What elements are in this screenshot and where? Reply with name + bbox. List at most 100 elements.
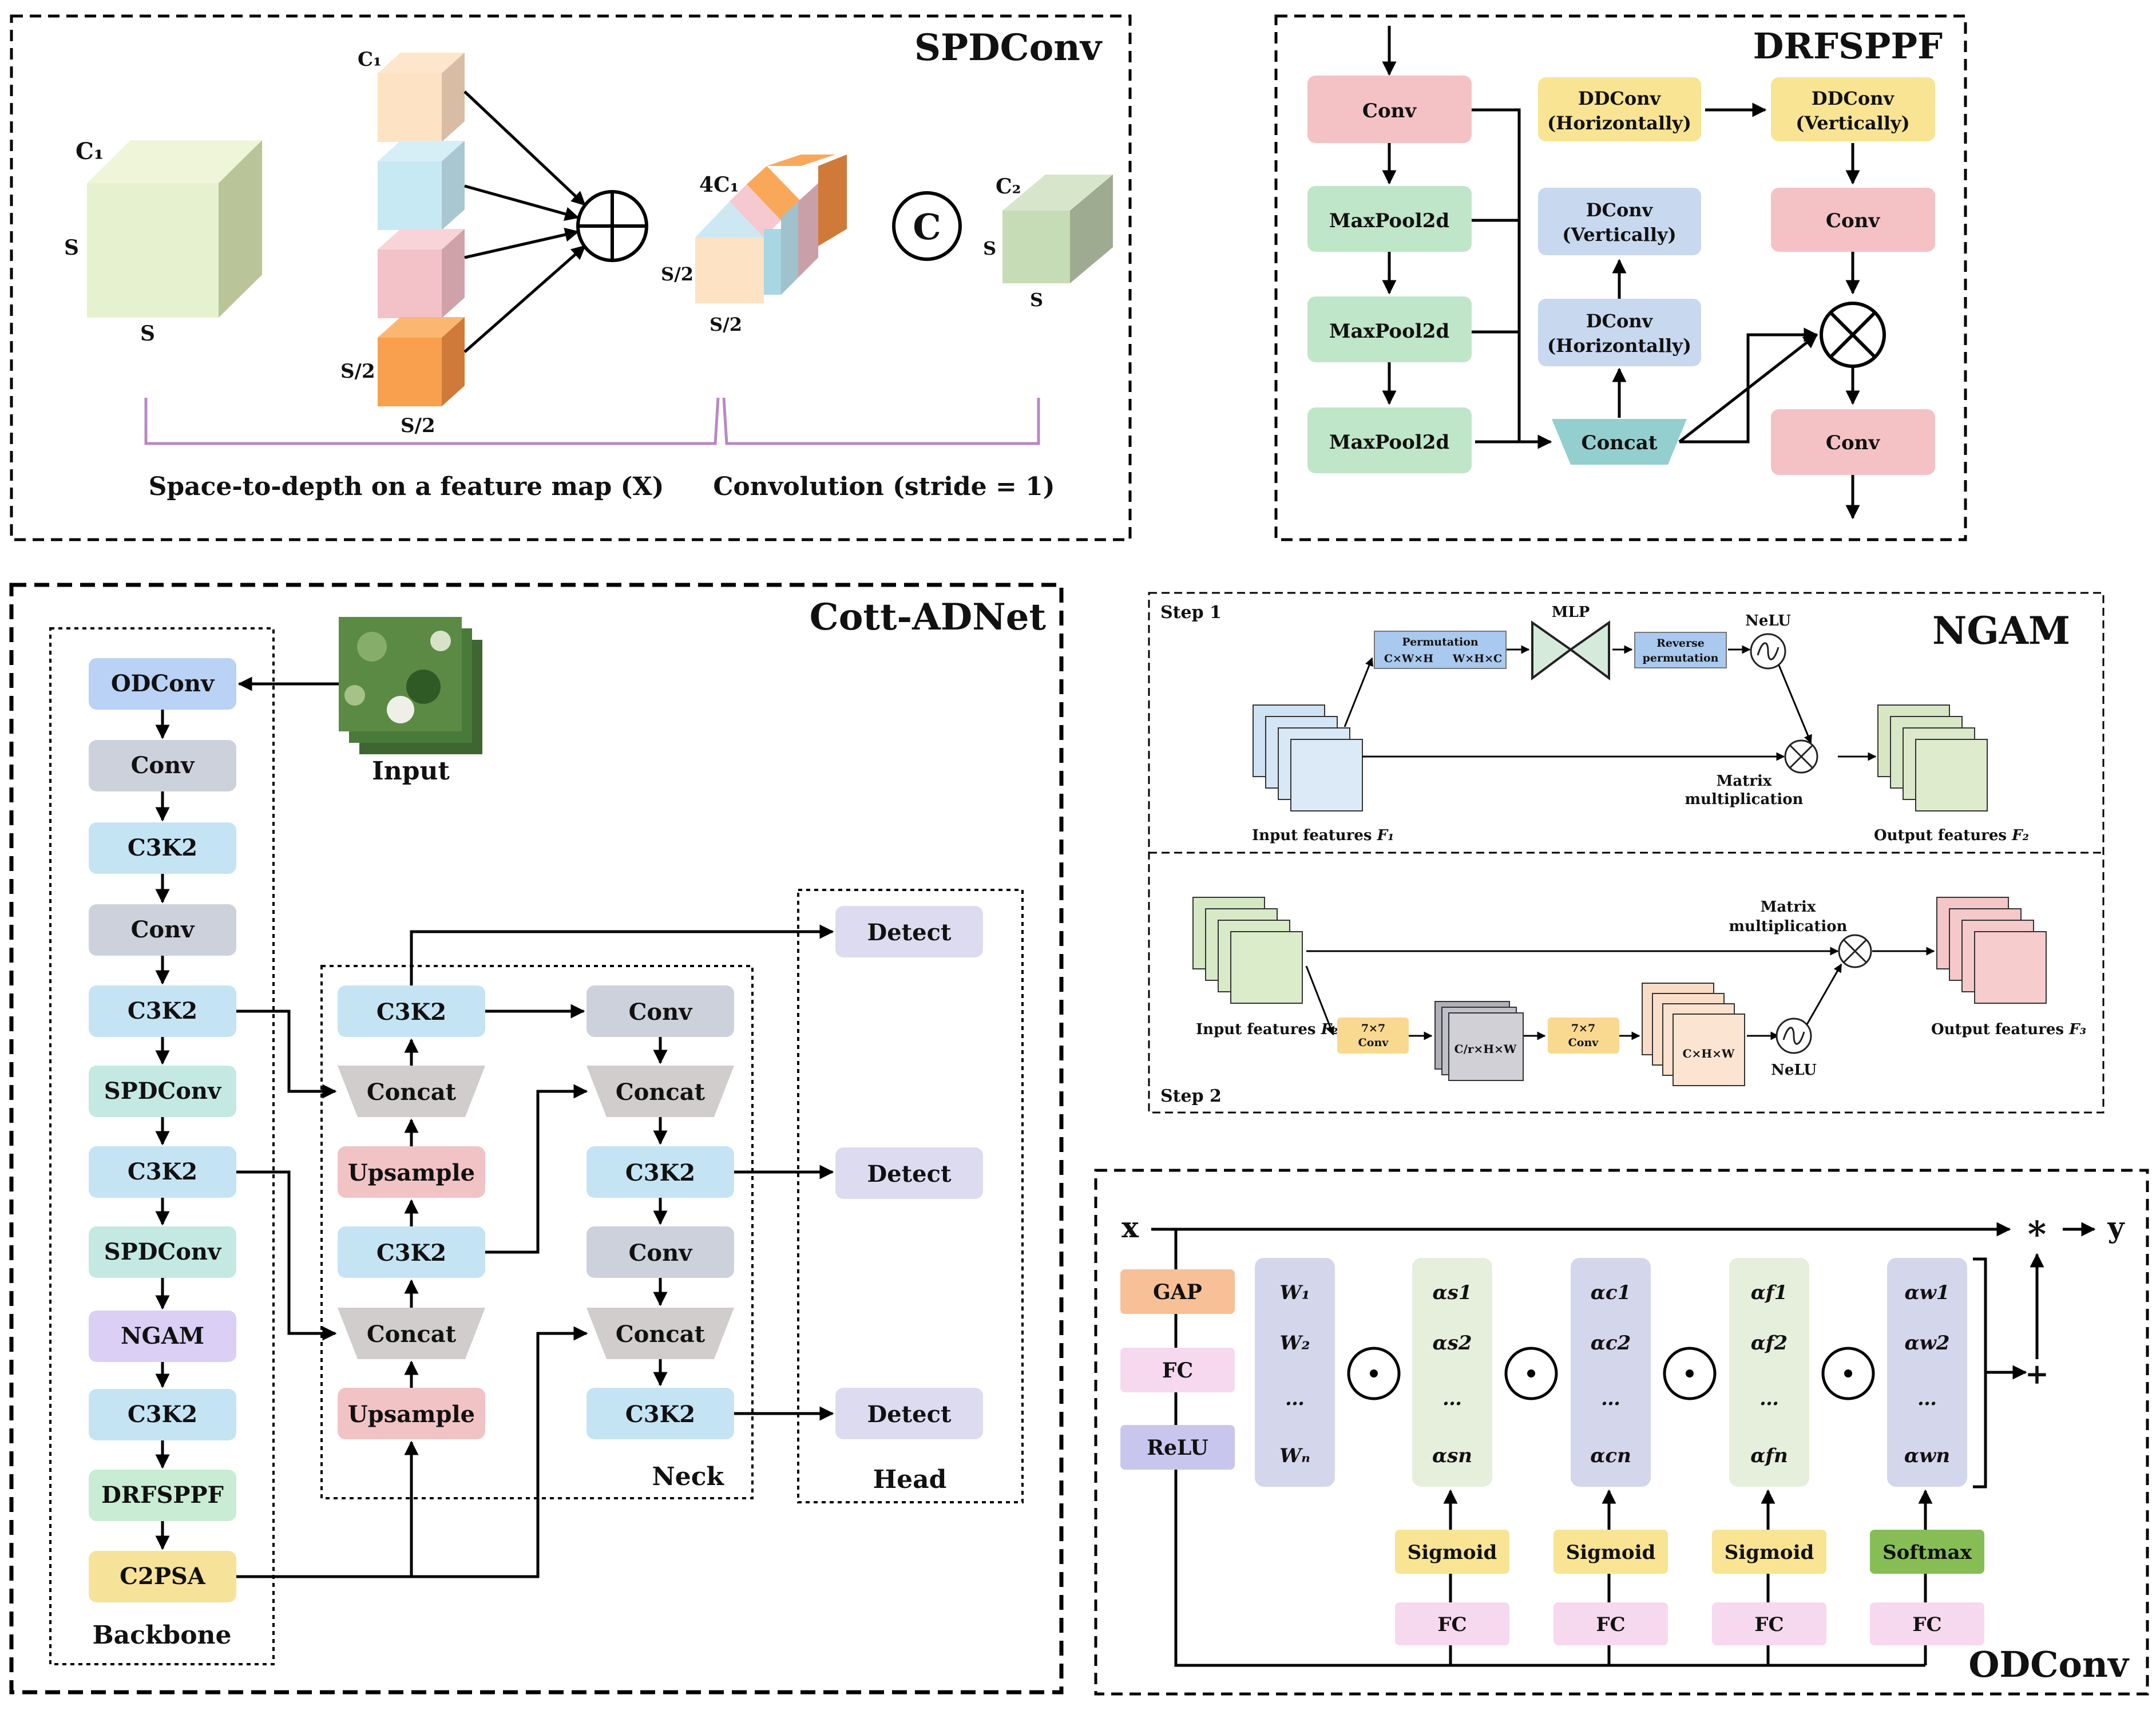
step2-input-stack (1192, 897, 1303, 1004)
svg-text:(Horizontally): (Horizontally) (1547, 335, 1691, 357)
svg-text:permutation: permutation (1643, 652, 1719, 664)
y-label: y (2107, 1210, 2125, 1244)
permutation-box: Permutation C×W×H W×H×C (1374, 631, 1507, 669)
od-fc-1: FC (1395, 1602, 1509, 1645)
conv7-box-2: 7×7 Conv (1548, 1018, 1619, 1054)
x-label: x (1121, 1210, 1139, 1244)
drf-dconv-horizontally: DConv (Horizontally) (1538, 299, 1701, 366)
neck-left-block-4: C3K2 (338, 1226, 485, 1278)
mlp-label: MLP (1552, 604, 1590, 621)
svg-text:Conv: Conv (1826, 209, 1880, 232)
odot-icon-3 (1663, 1347, 1717, 1400)
svg-text:Conv: Conv (131, 916, 196, 943)
sub-cube-3 (378, 229, 465, 318)
svg-text:Reverse: Reverse (1656, 637, 1705, 650)
head-label: Head (873, 1465, 947, 1494)
out-s-bottom: S (1030, 289, 1043, 311)
svg-text:Sigmoid: Sigmoid (1408, 1541, 1497, 1564)
drf-maxpool-2: MaxPool2d (1307, 296, 1472, 362)
backbone-block-9: NGAM (89, 1311, 236, 1362)
stacked-feature-cube (695, 155, 847, 303)
neck-left-block-2: Concat (338, 1066, 485, 1117)
svg-text:DDConv: DDConv (1812, 88, 1895, 109)
backbone-block-8: SPDConv (89, 1226, 236, 1278)
svg-text:αfn: αfn (1750, 1444, 1788, 1467)
ngam-panel: NGAM Step 1 Step 2 Input features F₁ (1148, 592, 2105, 1114)
od-gate-3: Sigmoid (1712, 1530, 1826, 1574)
drfsppf-panel: DRFSPPF Conv MaxPool (1274, 14, 1967, 541)
neck-label: Neck (652, 1462, 725, 1491)
svg-text:Concat: Concat (1582, 432, 1658, 454)
svg-text:C3K2: C3K2 (128, 997, 197, 1024)
backbone-label: Backbone (92, 1621, 231, 1650)
stack-4c1-label: 4C₁ (699, 173, 739, 197)
sub-cube-s2-left: S/2 (340, 360, 375, 383)
oplus-icon (576, 190, 648, 262)
svg-text:αs2: αs2 (1433, 1332, 1472, 1355)
svg-text:C3K2: C3K2 (625, 1401, 695, 1428)
step2-label: Step 2 (1160, 1086, 1222, 1106)
sub-cube-4 (378, 317, 465, 406)
backbone-blocks: ODConvConvC3K2ConvC3K2SPDConvC3K2SPDConv… (89, 658, 236, 1602)
neck-right-block-6: C3K2 (586, 1388, 734, 1439)
backbone-block-10: C3K2 (89, 1389, 236, 1440)
svg-text:C3K2: C3K2 (376, 1240, 446, 1266)
svg-text:Concat: Concat (616, 1321, 706, 1348)
svg-text:Conv: Conv (629, 1240, 693, 1266)
svg-text:…: … (1759, 1387, 1779, 1410)
svg-text:Conv: Conv (629, 999, 693, 1026)
matmul2-line2: multiplication (1729, 918, 1848, 935)
cott-connections (155, 676, 834, 1578)
attention-columns: W₁W₂…Wₙαs1αs2…αsnSigmoidFCαc1αc2…αcnSigm… (1255, 1258, 1984, 1645)
backbone-block-2: Conv (89, 740, 236, 791)
nelu-icon-2 (1775, 1018, 1812, 1054)
neck-right-block-5: Concat (586, 1308, 734, 1359)
svg-text:C2PSA: C2PSA (120, 1563, 206, 1590)
drf-dconv-vertically: DConv (Vertically) (1538, 188, 1701, 255)
drf-ddconv-horizontally: DDConv (Horizontally) (1538, 77, 1701, 141)
conv7-box-1: 7×7 Conv (1337, 1018, 1409, 1054)
svg-text:(Vertically): (Vertically) (1796, 112, 1909, 134)
svg-text:Conv: Conv (1826, 432, 1880, 454)
svg-text:Concat: Concat (367, 1321, 457, 1348)
svg-text:Conv: Conv (1358, 1036, 1389, 1049)
drf-conv-1: Conv (1307, 76, 1472, 143)
output-cube (1002, 175, 1113, 283)
od-fc-2: FC (1553, 1602, 1668, 1645)
svg-text:MaxPool2d: MaxPool2d (1329, 431, 1449, 454)
input-feature-cube (87, 140, 262, 318)
out1-label: Output features F₂ (1874, 827, 2029, 844)
neck-left-block-1: C3K2 (338, 985, 485, 1037)
svg-text:DConv: DConv (1586, 310, 1654, 332)
svg-text:Softmax: Softmax (1882, 1541, 1972, 1564)
svg-text:W₁: W₁ (1279, 1281, 1310, 1304)
nelu-icon-1 (1750, 633, 1786, 670)
backbone-block-4: Conv (89, 904, 236, 956)
odot-icon-4 (1821, 1347, 1875, 1400)
svg-text:MaxPool2d: MaxPool2d (1329, 209, 1449, 232)
nelu-label-1: NeLU (1745, 612, 1791, 630)
svg-text:FC: FC (1437, 1613, 1467, 1636)
svg-text:Upsample: Upsample (348, 1401, 475, 1428)
svg-text:Detect: Detect (867, 1401, 952, 1428)
concat-c-icon (892, 191, 962, 261)
svg-text:DConv: DConv (1586, 199, 1654, 221)
fc-box-left: FC (1120, 1348, 1235, 1392)
cott-title: Cott-ADNet (810, 596, 1047, 639)
drf-conv-2: Conv (1771, 188, 1935, 252)
sub-cube-c1-label: C₁ (358, 48, 382, 71)
in1-label: Input features F₁ (1252, 827, 1394, 844)
drf-maxpool-3: MaxPool2d (1307, 407, 1472, 473)
svg-text:…: … (1601, 1387, 1620, 1410)
svg-text:αs1: αs1 (1433, 1281, 1472, 1304)
svg-text:αcn: αcn (1590, 1444, 1631, 1467)
svg-text:DDConv: DDConv (1578, 88, 1662, 109)
svg-text:SPDConv: SPDConv (104, 1238, 222, 1265)
svg-text:Conv: Conv (1568, 1036, 1599, 1049)
svg-text:W×H×C: W×H×C (1452, 652, 1502, 665)
odconv-panel: ODConv x y * + GAP (1094, 1169, 2149, 1696)
head-frame (797, 889, 1024, 1503)
matmul1-line1: Matrix (1717, 773, 1772, 790)
